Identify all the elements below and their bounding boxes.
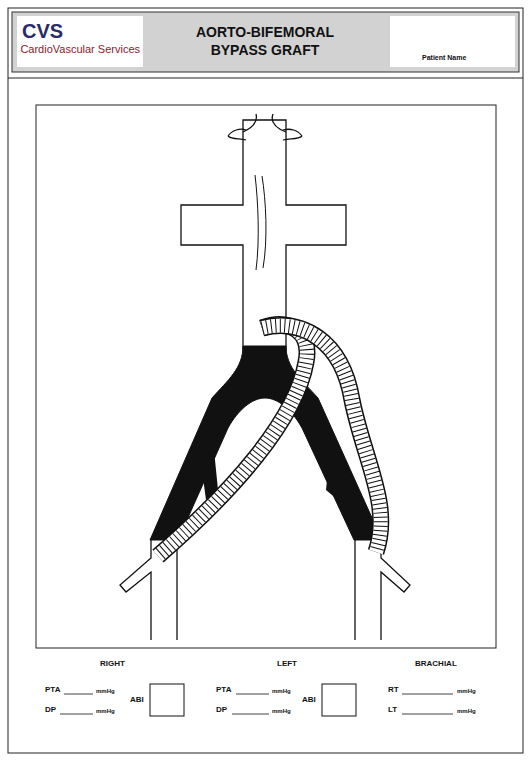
vessel-line xyxy=(262,176,266,268)
abi-label: ABI xyxy=(130,696,144,705)
pulse-label: PTA xyxy=(216,686,231,695)
bypass-graft xyxy=(158,325,381,556)
unit-label: mmHg xyxy=(272,688,291,695)
pulse-label: DP xyxy=(216,706,227,715)
column-heading: RIGHT xyxy=(100,660,125,669)
column-heading: BRACHIAL xyxy=(415,660,457,669)
header-band xyxy=(12,12,519,72)
vessel-line xyxy=(255,175,258,270)
unit-label: mmHg xyxy=(96,688,115,695)
abi-box xyxy=(322,684,356,716)
logo-box: CVSCardioVascular Services xyxy=(17,16,143,67)
logo-mark: CVS xyxy=(22,20,63,42)
drawing-frame xyxy=(36,105,496,648)
blank-lines xyxy=(60,694,453,714)
form-title: AORTO-BIFEMORAL BYPASS GRAFT xyxy=(170,24,360,59)
pulse-label: DP xyxy=(45,706,56,715)
patient-name-box: Patient Name xyxy=(390,16,515,67)
pressure-label: RT xyxy=(388,686,399,695)
unit-label: mmHg xyxy=(457,708,476,715)
unit-label: mmHg xyxy=(272,708,291,715)
branch-artery xyxy=(228,114,302,140)
header-rule xyxy=(8,78,523,79)
abi-label: ABI xyxy=(302,696,316,705)
page-border xyxy=(8,8,523,753)
aorta xyxy=(181,120,346,350)
column-heading: LEFT xyxy=(277,660,297,669)
patient-name-label: Patient Name xyxy=(422,54,466,62)
logo-text: CardioVascular Services xyxy=(20,43,140,55)
unit-label: mmHg xyxy=(96,708,115,715)
unit-label: mmHg xyxy=(457,688,476,695)
pulse-label: PTA xyxy=(45,686,60,695)
pressure-label: LT xyxy=(388,706,397,715)
branch-artery xyxy=(228,129,302,136)
abi-box xyxy=(150,684,184,716)
femoral-artery xyxy=(355,540,410,640)
